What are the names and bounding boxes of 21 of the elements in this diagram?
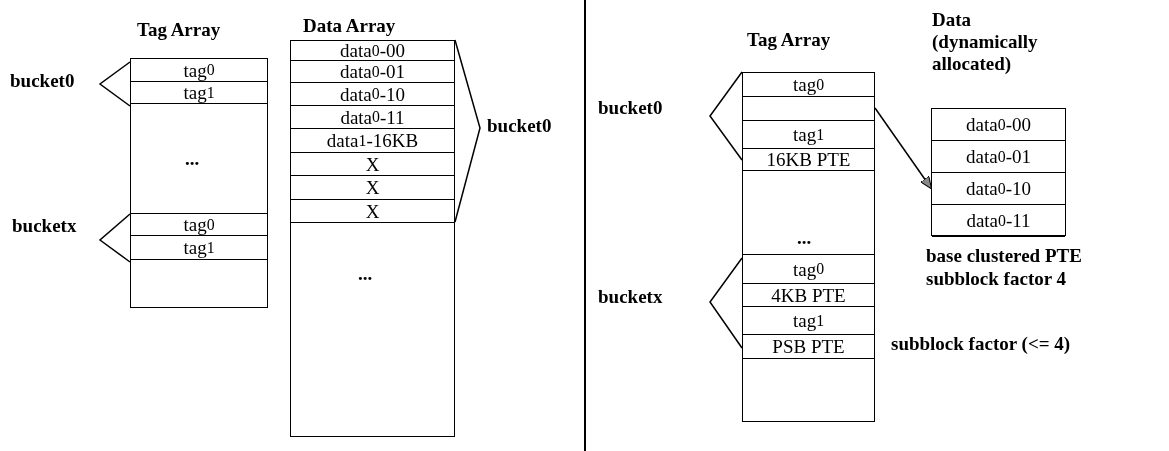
bucket-label: bucketx [598,286,663,308]
column-heading: Data (dynamically allocated) [932,9,1039,75]
side-note: subblock factor (<= 4) [891,333,1071,356]
side-note: base clustered PTE [926,245,1082,268]
side-note: subblock factor 4 [926,268,1067,291]
table-entry: 4KB PTE [743,284,874,307]
arrow [874,107,933,190]
bucket-label: bucketx [12,215,77,237]
table-entry: X [291,176,454,200]
column-heading: Data Array [303,15,396,37]
ellipsis: ... [185,148,200,170]
column-heading: Tag Array [137,19,221,41]
bucket-label: bucket0 [10,70,75,92]
table-entry: 16KB PTE [743,149,874,171]
bucket-label: bucket0 [598,97,663,119]
bucket-label: bucket0 [487,115,552,137]
column-heading: Tag Array [747,29,831,51]
ellipsis: ... [797,227,812,249]
ellipsis: ... [358,263,373,285]
table-entry: X [291,200,454,223]
table-entry: X [291,153,454,176]
